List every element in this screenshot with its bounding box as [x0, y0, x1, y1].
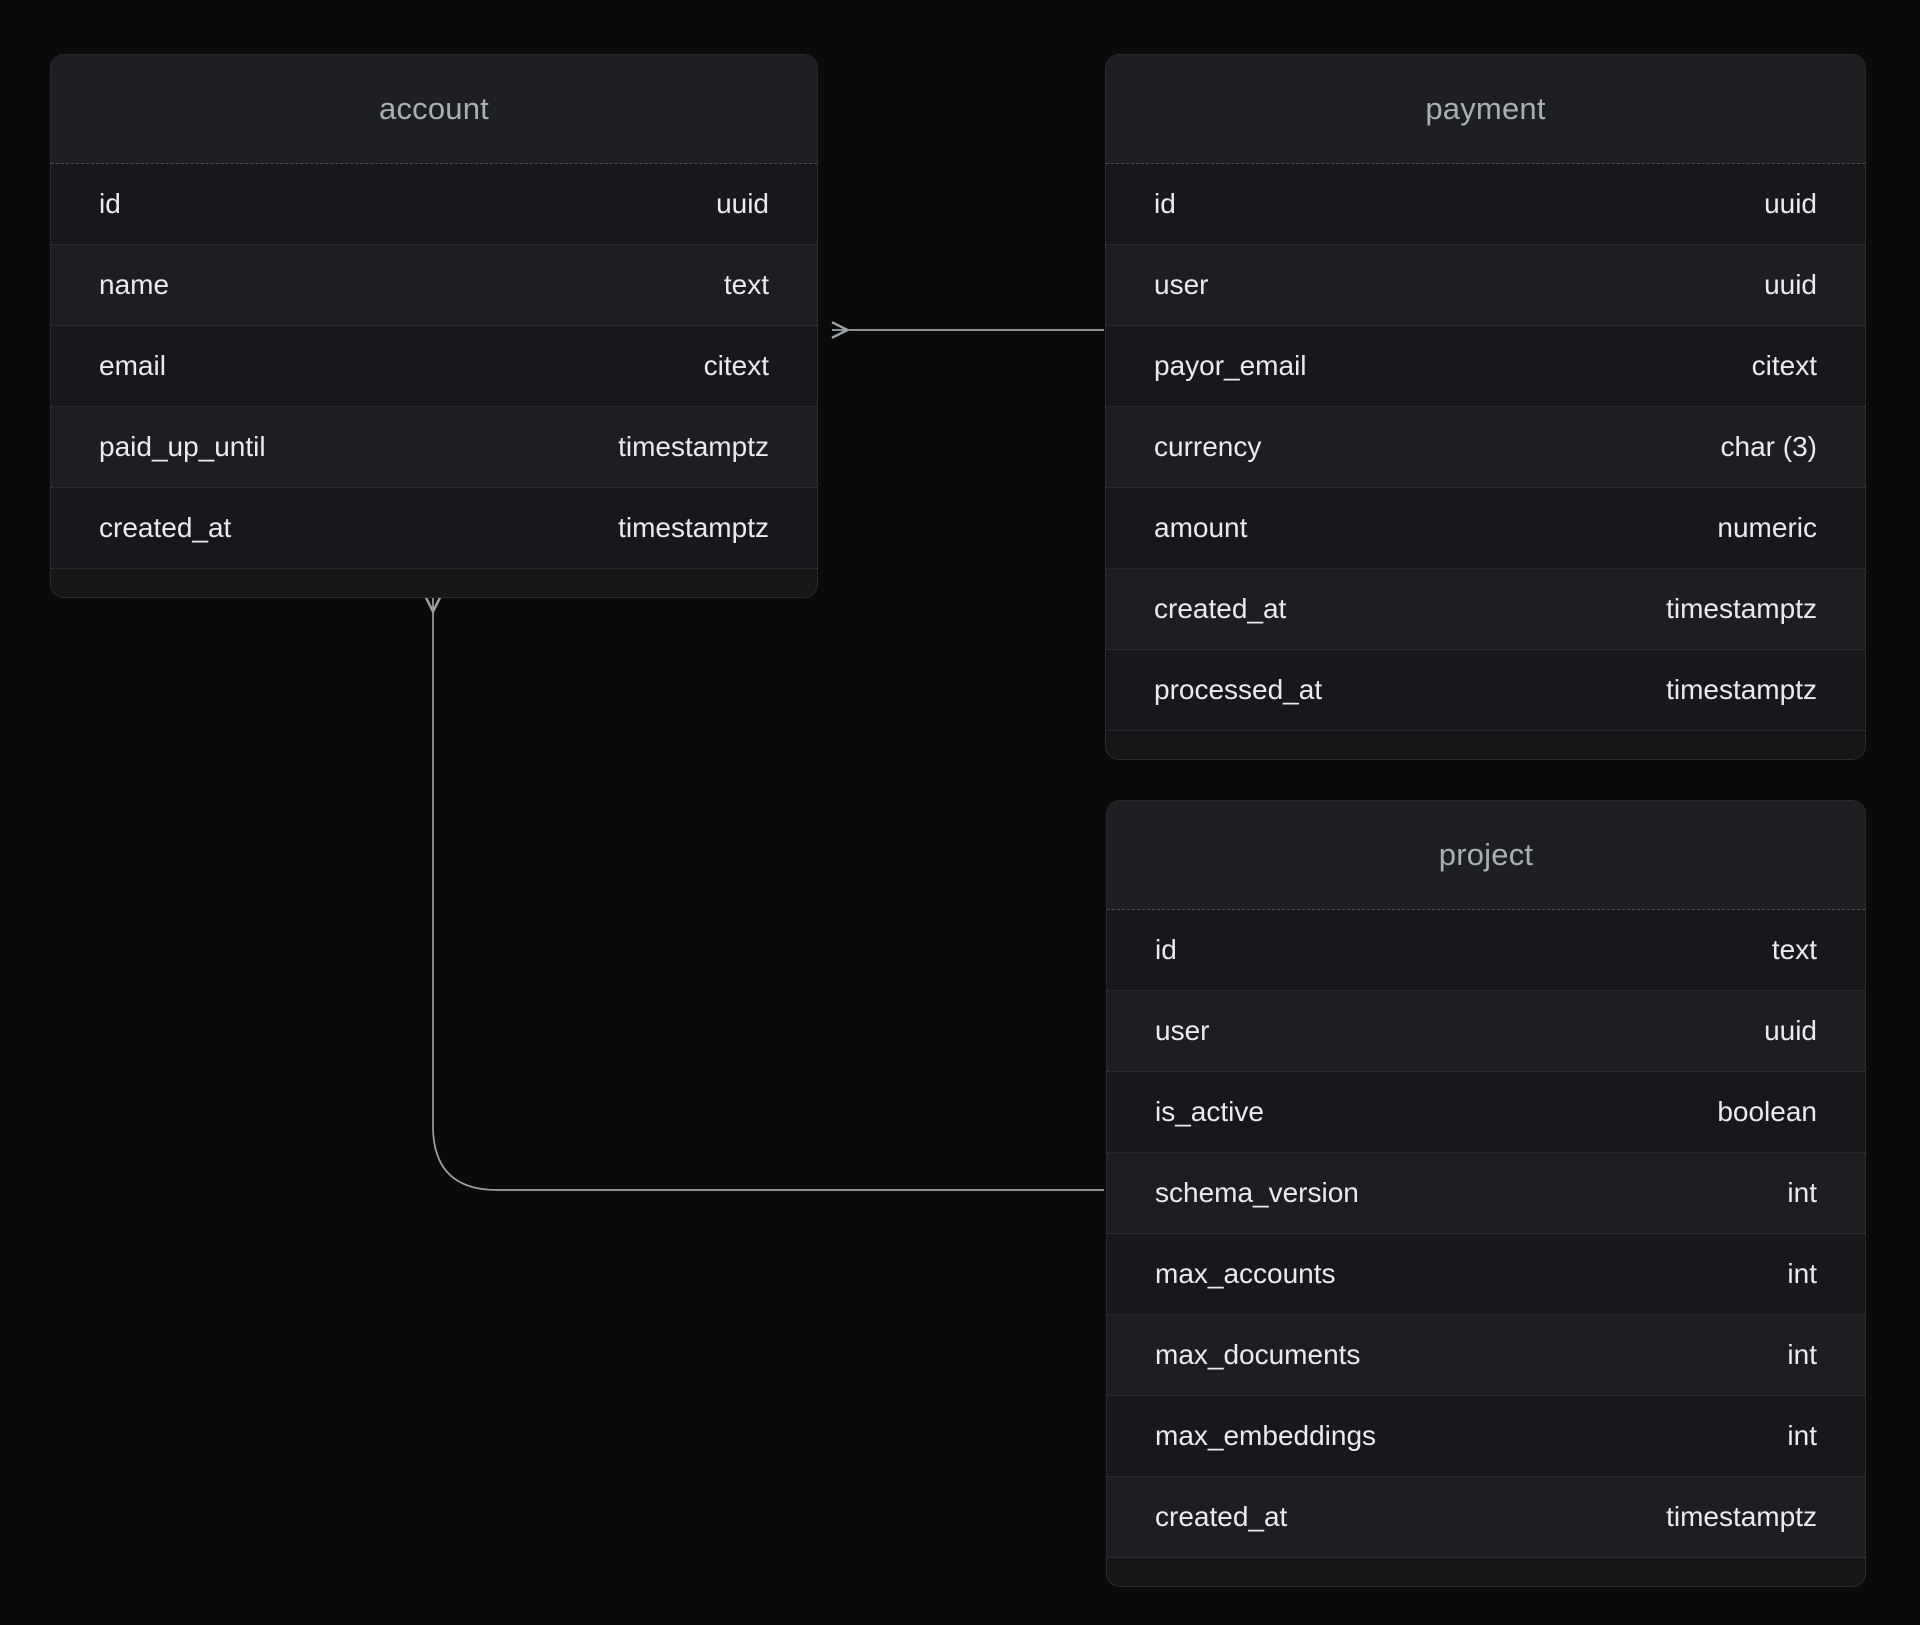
- entity-title-project: project: [1107, 801, 1865, 910]
- field-name: amount: [1154, 512, 1248, 543]
- entity-title-account: account: [51, 55, 817, 164]
- field-type: int: [1787, 1177, 1817, 1208]
- field-name: is_active: [1155, 1096, 1264, 1127]
- field-name: currency: [1154, 431, 1262, 462]
- table-row[interactable]: paid_up_until timestamptz: [51, 407, 817, 488]
- table-row[interactable]: user uuid: [1106, 245, 1865, 326]
- field-name: email: [99, 350, 166, 381]
- field-type: numeric: [1717, 512, 1817, 543]
- field-type: citext: [1751, 350, 1817, 381]
- card-bottom-padding: [51, 569, 817, 597]
- field-type: uuid: [716, 188, 769, 219]
- field-type: text: [1771, 934, 1817, 965]
- field-name: max_documents: [1155, 1339, 1361, 1370]
- edge-project-to-account: [433, 596, 1104, 1191]
- field-name: created_at: [1154, 593, 1287, 624]
- table-row[interactable]: user uuid: [1107, 991, 1865, 1072]
- field-name: schema_version: [1155, 1177, 1359, 1208]
- table-row[interactable]: id uuid: [51, 164, 817, 245]
- field-type: timestamptz: [618, 512, 769, 543]
- table-row[interactable]: email citext: [51, 326, 817, 407]
- field-type: char (3): [1720, 431, 1817, 462]
- field-type: timestamptz: [618, 431, 769, 462]
- card-bottom-padding: [1107, 1558, 1865, 1586]
- table-row[interactable]: created_at timestamptz: [1107, 1477, 1865, 1558]
- field-name: name: [99, 269, 170, 300]
- field-name: id: [1154, 188, 1176, 219]
- table-row[interactable]: max_documents int: [1107, 1315, 1865, 1396]
- field-name: user: [1154, 269, 1209, 300]
- field-type: uuid: [1764, 1015, 1817, 1046]
- table-row[interactable]: id text: [1107, 910, 1865, 991]
- field-name: user: [1155, 1015, 1210, 1046]
- field-type: text: [723, 269, 769, 300]
- field-type: uuid: [1764, 269, 1817, 300]
- table-row[interactable]: payor_email citext: [1106, 326, 1865, 407]
- field-type: int: [1787, 1339, 1817, 1370]
- field-type: int: [1787, 1258, 1817, 1289]
- field-name: processed_at: [1154, 674, 1323, 705]
- card-bottom-padding: [1106, 731, 1865, 759]
- entity-title-payment: payment: [1106, 55, 1865, 164]
- entity-table-project[interactable]: project id text user uuid is_active bool…: [1106, 800, 1866, 1587]
- field-name: paid_up_until: [99, 431, 266, 462]
- field-type: citext: [703, 350, 769, 381]
- field-type: timestamptz: [1666, 1501, 1817, 1532]
- field-type: uuid: [1764, 188, 1817, 219]
- table-row[interactable]: currency char (3): [1106, 407, 1865, 488]
- table-row[interactable]: created_at timestamptz: [1106, 569, 1865, 650]
- field-name: id: [1155, 934, 1177, 965]
- field-name: max_accounts: [1155, 1258, 1336, 1289]
- table-row[interactable]: max_accounts int: [1107, 1234, 1865, 1315]
- field-type: int: [1787, 1420, 1817, 1451]
- field-name: max_embeddings: [1155, 1420, 1377, 1451]
- table-row[interactable]: name text: [51, 245, 817, 326]
- table-row[interactable]: is_active boolean: [1107, 1072, 1865, 1153]
- field-type: boolean: [1717, 1096, 1817, 1127]
- table-row[interactable]: id uuid: [1106, 164, 1865, 245]
- field-name: id: [99, 188, 121, 219]
- field-type: timestamptz: [1666, 674, 1817, 705]
- table-row[interactable]: amount numeric: [1106, 488, 1865, 569]
- entity-table-payment[interactable]: payment id uuid user uuid payor_email ci…: [1105, 54, 1866, 760]
- table-row[interactable]: created_at timestamptz: [51, 488, 817, 569]
- table-row[interactable]: schema_version int: [1107, 1153, 1865, 1234]
- table-row[interactable]: max_embeddings int: [1107, 1396, 1865, 1477]
- entity-table-account[interactable]: account id uuid name text email citext p…: [50, 54, 818, 598]
- table-row[interactable]: processed_at timestamptz: [1106, 650, 1865, 731]
- field-name: created_at: [99, 512, 232, 543]
- field-name: payor_email: [1154, 350, 1307, 381]
- field-name: created_at: [1155, 1501, 1288, 1532]
- field-type: timestamptz: [1666, 593, 1817, 624]
